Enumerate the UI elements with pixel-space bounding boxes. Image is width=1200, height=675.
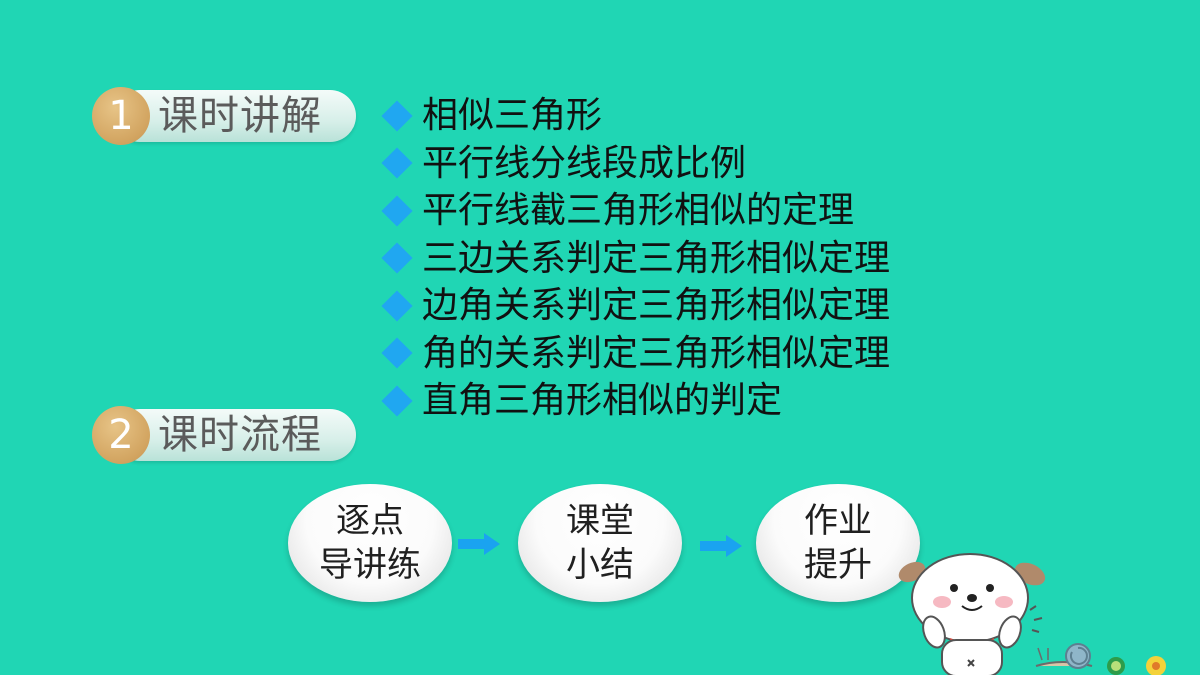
topic-list: 相似三角形 平行线分线段成比例 平行线截三角形相似的定理 三边关系判定三角形相似… — [378, 92, 890, 425]
topic-label: 平行线分线段成比例 — [422, 142, 747, 184]
section-tab-pill — [114, 409, 356, 461]
flow-node-guided-practice[interactable]: 逐点导讲练 — [288, 484, 452, 602]
topic-label: 直角三角形相似的判定 — [422, 380, 783, 421]
list-item: 角的关系判定三角形相似定理 — [378, 330, 890, 378]
topic-label: 平行线截三角形相似的定理 — [422, 190, 855, 231]
puppy-illustration — [898, 553, 1046, 675]
snail-illustration — [1035, 643, 1166, 675]
diamond-icon — [381, 337, 413, 369]
section-tab-pill — [114, 90, 356, 142]
topic-label: 相似三角形 — [422, 95, 603, 136]
section-number-badge: 1 — [92, 87, 150, 145]
topic-label: 边角关系判定三角形相似定理 — [422, 285, 891, 326]
flow-node-line: 作业 — [804, 501, 872, 541]
diamond-icon — [381, 290, 413, 322]
flow-node-line: 课堂 — [566, 501, 634, 541]
section-tab-lesson-explanation: 1 课时讲解 — [92, 87, 358, 145]
arrow-right-icon — [458, 533, 500, 555]
topic-label: 三边关系判定三角形相似定理 — [422, 237, 891, 279]
diamond-icon — [381, 242, 413, 274]
flow-node-line: 逐点 — [336, 501, 404, 541]
list-item: 相似三角形 — [378, 92, 890, 140]
flow-node-lesson-summary[interactable]: 课堂小结 — [518, 484, 682, 602]
section-tab-lesson-flow: 2 课时流程 — [92, 406, 358, 464]
flow-node-line: 提升 — [804, 545, 872, 585]
list-item: 平行线分线段成比例 — [378, 140, 890, 188]
section-number-badge: 2 — [92, 406, 150, 464]
diamond-icon — [381, 100, 413, 132]
section-title: 课时讲解 — [158, 93, 322, 139]
flow-node-line: 导讲练 — [319, 545, 421, 585]
diamond-icon — [381, 385, 413, 417]
list-item: 边角关系判定三角形相似定理 — [378, 282, 890, 330]
diamond-icon — [381, 195, 413, 227]
diamond-icon — [381, 147, 413, 179]
flow-node-homework[interactable]: 作业提升 — [756, 484, 920, 602]
list-item: 三边关系判定三角形相似定理 — [378, 235, 890, 283]
topic-label: 角的关系判定三角形相似定理 — [422, 332, 891, 374]
flow-node-line: 小结 — [566, 545, 634, 585]
list-item: 直角三角形相似的判定 — [378, 377, 890, 425]
arrow-right-icon — [700, 535, 742, 557]
list-item: 平行线截三角形相似的定理 — [378, 187, 890, 235]
section-title: 课时流程 — [158, 412, 322, 458]
